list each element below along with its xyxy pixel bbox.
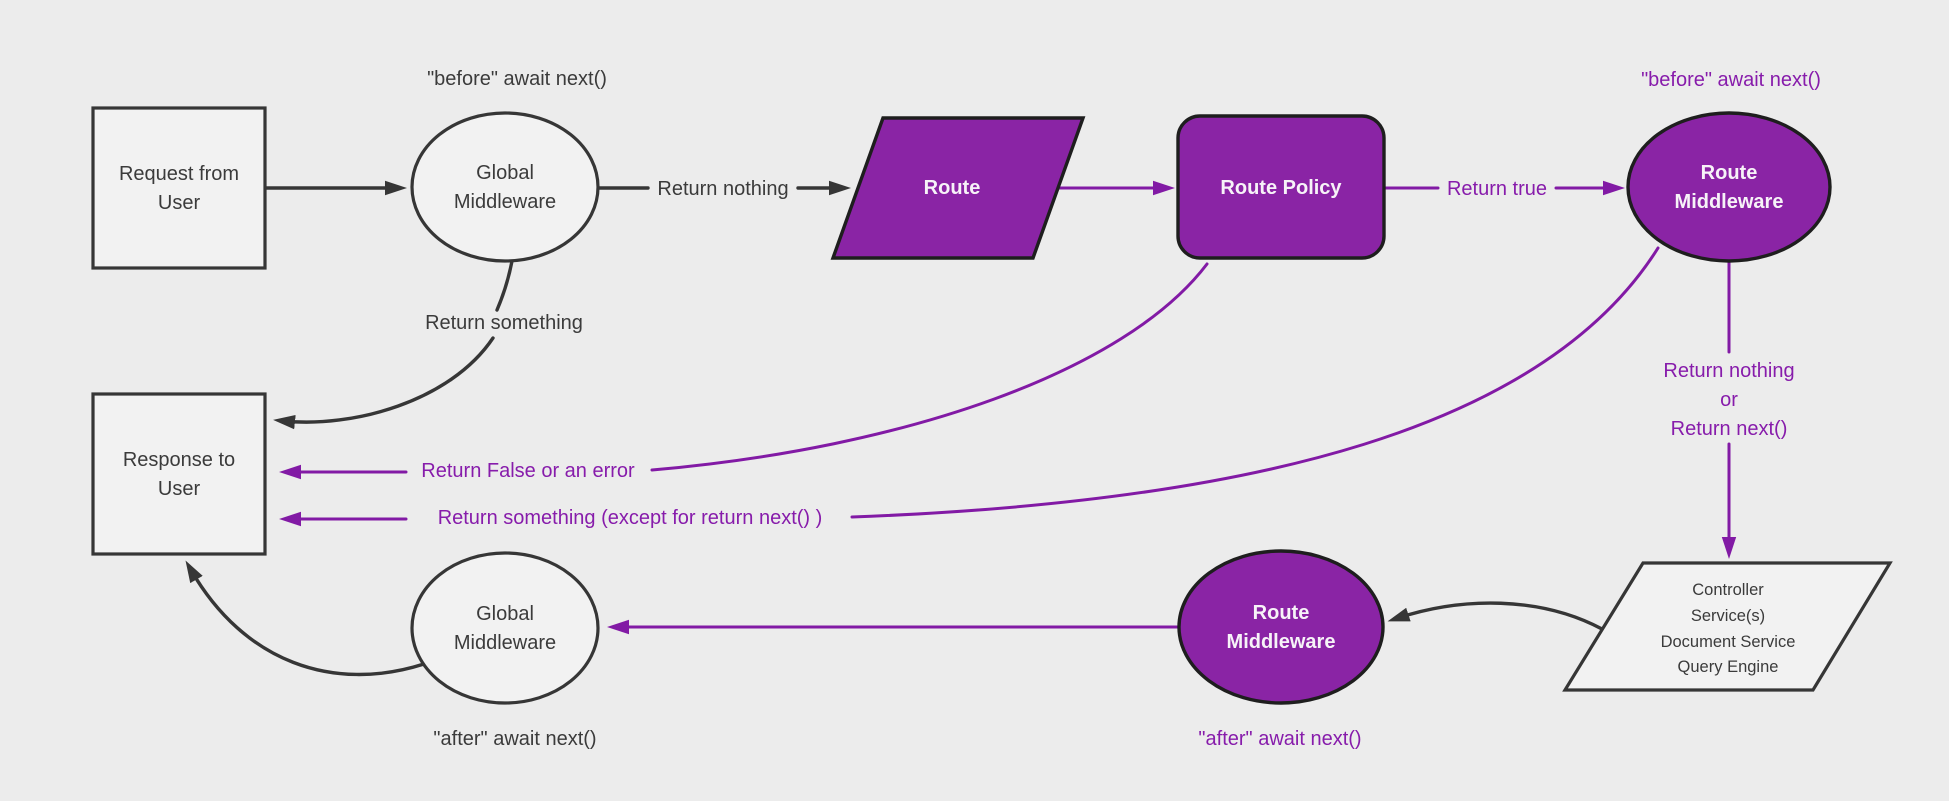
edge-controller-to-route-mw-bottom	[1387, 601, 1604, 631]
node-route-middleware-bottom	[1177, 549, 1385, 705]
node-request-from-user	[91, 106, 267, 270]
global-mw-top-label-line1: Global	[476, 162, 534, 184]
route-mw-bottom-label-line1: Route	[1253, 602, 1310, 624]
node-response-to-user	[91, 392, 267, 556]
controller-label-line3: Document Service	[1661, 633, 1796, 651]
node-global-middleware-top	[410, 111, 600, 263]
route-node-label: Route	[924, 177, 981, 199]
label-after-await-next-global: "after" await next()	[433, 728, 596, 750]
node-global-middleware-bottom	[410, 551, 600, 705]
label-return-false-or-error: Return False or an error	[421, 460, 635, 482]
node-route	[830, 116, 1086, 260]
edge-global-mw-bottom-to-response	[185, 560, 426, 677]
label-before-await-next-global: "before" await next()	[427, 68, 607, 90]
controller-label-line2: Service(s)	[1691, 607, 1765, 625]
node-controller-services	[1562, 561, 1893, 692]
route-mw-top-label-line2: Middleware	[1675, 191, 1784, 213]
route-policy-label: Route Policy	[1220, 177, 1342, 199]
label-return-nothing-or-line3: Return next()	[1671, 418, 1788, 440]
label-after-await-next-route: "after" await next()	[1198, 728, 1361, 750]
label-return-nothing: Return nothing	[657, 178, 788, 200]
label-return-something: Return something	[425, 312, 583, 334]
response-node-label-line2: User	[158, 478, 201, 500]
label-before-await-next-route: "before" await next()	[1641, 69, 1821, 91]
route-mw-bottom-label-line2: Middleware	[1227, 631, 1336, 653]
controller-label-line4: Query Engine	[1678, 658, 1779, 676]
route-mw-top-label-line1: Route	[1701, 162, 1758, 184]
edge-route-policy-to-response-curve	[650, 262, 1209, 472]
label-return-nothing-or-line2: or	[1720, 389, 1738, 411]
request-node-label-line1: Request from	[119, 163, 239, 185]
edge-global-mw-to-response-stub	[495, 259, 514, 312]
edge-global-mw-to-response	[273, 336, 495, 430]
label-return-nothing-or-line1: Return nothing	[1663, 360, 1794, 382]
label-return-something-except: Return something (except for return next…	[438, 507, 823, 529]
global-mw-bottom-label-line1: Global	[476, 603, 534, 625]
label-return-true: Return true	[1447, 178, 1547, 200]
node-route-middleware-top	[1626, 111, 1832, 263]
global-mw-top-label-line2: Middleware	[454, 191, 556, 213]
request-node-label-line2: User	[158, 192, 201, 214]
response-node-label-line1: Response to	[123, 449, 235, 471]
node-route-policy	[1176, 114, 1386, 260]
controller-label-line1: Controller	[1692, 581, 1764, 599]
global-mw-bottom-label-line2: Middleware	[454, 632, 556, 654]
edge-route-mw-to-response-curve	[850, 246, 1660, 519]
